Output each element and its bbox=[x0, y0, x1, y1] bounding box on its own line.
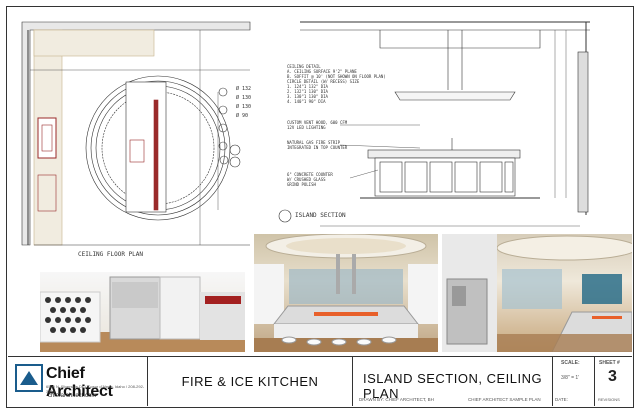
title-block-project: FIRE & ICE KITCHEN bbox=[148, 357, 353, 406]
circle-dimensions: Ø 132 Ø 130 Ø 130 Ø 90 bbox=[236, 85, 251, 121]
sample-plan: CHIEF ARCHITECT SAMPLE PLAN bbox=[468, 397, 541, 402]
gas-notes: NATURAL GAS FIRE STRIP INTEGRATED IN TOP… bbox=[287, 140, 347, 150]
hood-note: CUSTOM VENT HOOD, 600 CFM bbox=[287, 120, 348, 125]
gas-note: NATURAL GAS FIRE STRIP bbox=[287, 140, 340, 145]
island-section-label: ISLAND SECTION bbox=[295, 212, 346, 219]
ceiling-floor-plan bbox=[21, 21, 251, 246]
ceiling-notes: CEILING DETAIL A. CEILING SURFACE 9'2" P… bbox=[287, 64, 386, 104]
hood-note: 12V LED LIGHTING bbox=[287, 125, 326, 130]
scale-label: SCALE: bbox=[561, 360, 580, 366]
title-block-sheet-number: SHEET # 3 REVISIONS bbox=[595, 357, 632, 406]
sheet-title: ISLAND SECTION, CEILING PLAN bbox=[363, 371, 543, 401]
counter-notes: 6" CONCRETE COUNTER W/ CRUSHED GLASS GRI… bbox=[287, 172, 333, 187]
ceiling-note: 1. 124"1 132" DIA bbox=[287, 84, 328, 89]
render-photo-kitchen-view bbox=[442, 234, 632, 352]
circle-dim-4: Ø 90 bbox=[236, 113, 249, 119]
ceiling-note: B. SOFFIT @ 10' (NOT SHOWN ON FLOOR PLAN… bbox=[287, 74, 386, 79]
scale-value: 3/8" = 1' bbox=[561, 375, 580, 381]
circle-dim-1: Ø 132 bbox=[236, 86, 252, 92]
counter-note: W/ CRUSHED GLASS bbox=[287, 177, 326, 182]
sheet-number: 3 bbox=[608, 368, 617, 385]
company-address: 6500 N. Riverside Dr. / Coeur d'Alene, I… bbox=[46, 384, 145, 394]
project-title: FIRE & ICE KITCHEN bbox=[181, 374, 319, 389]
render-photo-wine-rack bbox=[40, 272, 245, 352]
counter-note: 6" CONCRETE COUNTER bbox=[287, 172, 333, 177]
date-label: DATE: bbox=[555, 397, 568, 402]
ceiling-note: CIRCLE DETAIL (W/ RECESS) SIZE bbox=[287, 79, 360, 84]
title-block-company: Chief Architect 6500 N. Riverside Dr. / … bbox=[8, 357, 148, 406]
company-website: chiefarchitect.com bbox=[48, 393, 97, 399]
render-photo-kitchen-island bbox=[254, 234, 438, 352]
circle-dim-3: Ø 130 bbox=[236, 104, 252, 110]
ceiling-note: 4. 140"1 90" DIA bbox=[287, 99, 326, 104]
drawn-by: DRAWN BY: CHIEF ARCHITECT, BH bbox=[359, 397, 434, 402]
gas-note: INTEGRATED IN TOP COUNTER bbox=[287, 145, 348, 150]
title-block: Chief Architect 6500 N. Riverside Dr. / … bbox=[8, 356, 632, 406]
island-section bbox=[278, 21, 590, 227]
hood-notes: CUSTOM VENT HOOD, 600 CFM 12V LED LIGHTI… bbox=[287, 120, 347, 130]
counter-note: GRIND POLISH bbox=[287, 182, 316, 187]
title-block-sheet-title: ISLAND SECTION, CEILING PLAN DRAWN BY: C… bbox=[353, 357, 553, 406]
ceiling-note-title: CEILING DETAIL bbox=[287, 64, 321, 69]
ceiling-note: A. CEILING SURFACE 9'2" PLANE bbox=[287, 69, 357, 74]
company-name: Chief Architect bbox=[46, 365, 113, 400]
circle-dim-2: Ø 130 bbox=[236, 95, 252, 101]
title-block-scale: SCALE: 3/8" = 1' DATE: bbox=[553, 357, 595, 406]
chief-architect-logo-icon bbox=[15, 364, 43, 392]
revisions-label: REVISIONS bbox=[598, 397, 620, 402]
ceiling-note: 2. 132"1 130" DIA bbox=[287, 89, 328, 94]
ceiling-note: 3. 130"1 130" DIA bbox=[287, 94, 328, 99]
sheet-label: SHEET # bbox=[599, 360, 620, 366]
ceiling-floor-plan-label: CEILING FLOOR PLAN bbox=[78, 251, 144, 258]
